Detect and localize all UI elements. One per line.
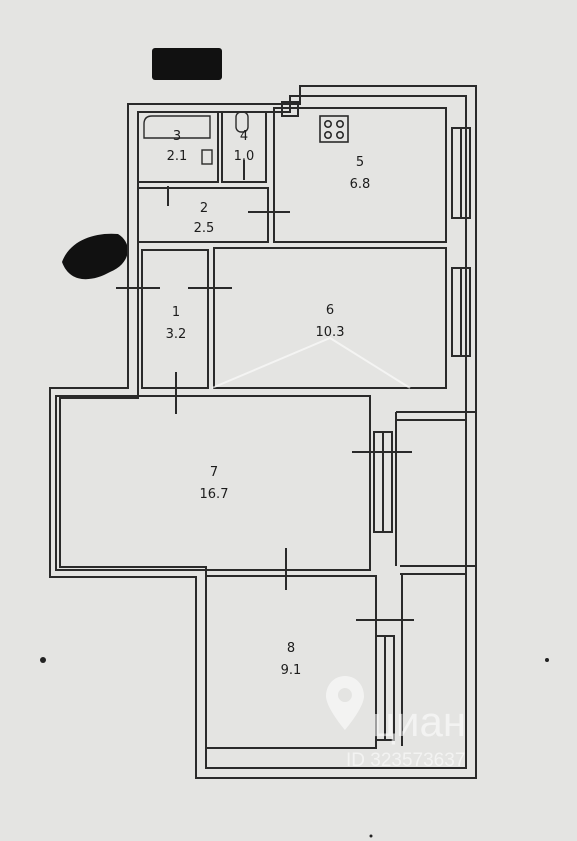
svg-text:5: 5 [356,155,364,170]
room-label-7: 7 16.7 [200,465,229,502]
stray-dot [369,834,373,838]
room-label-1: 1 3.2 [166,305,187,342]
svg-text:3.2: 3.2 [166,327,187,342]
watermark-brand: циан [372,698,466,745]
redaction-block [152,48,222,80]
room-label-6: 6 10.3 [316,303,345,340]
svg-text:2.5: 2.5 [194,221,215,236]
svg-text:9.1: 9.1 [281,663,302,678]
svg-text:10.3: 10.3 [316,325,345,340]
watermark-roof-icon [211,336,411,389]
svg-text:1.0: 1.0 [234,149,255,164]
svg-text:4: 4 [240,129,248,144]
svg-text:2: 2 [200,201,208,216]
stray-dot [545,658,549,662]
stray-dot [40,657,46,663]
location-pin-icon [326,676,364,730]
bathtub-icon [143,115,211,139]
room-label-8: 8 9.1 [281,641,302,678]
svg-text:8: 8 [287,641,295,656]
sink-icon [201,149,213,165]
svg-text:1: 1 [172,305,180,320]
watermark-listing-id: ID 323573637 [346,750,465,771]
stove-icon [319,115,349,143]
svg-text:6: 6 [326,303,334,318]
svg-text:2.1: 2.1 [167,149,188,164]
room-label-5: 5 6.8 [350,155,371,192]
room-label-2: 2 2.5 [194,201,215,236]
svg-text:3: 3 [173,129,181,144]
svg-text:6.8: 6.8 [350,177,371,192]
svg-text:7: 7 [210,465,218,480]
room-label-4: 4 1.0 [234,129,255,164]
redaction-scribble [62,233,128,280]
toilet-icon [235,111,249,133]
watermark: циан ID 323573637 [211,336,466,771]
room-label-3: 3 2.1 [167,129,188,164]
walls [49,85,477,779]
svg-text:16.7: 16.7 [200,487,229,502]
